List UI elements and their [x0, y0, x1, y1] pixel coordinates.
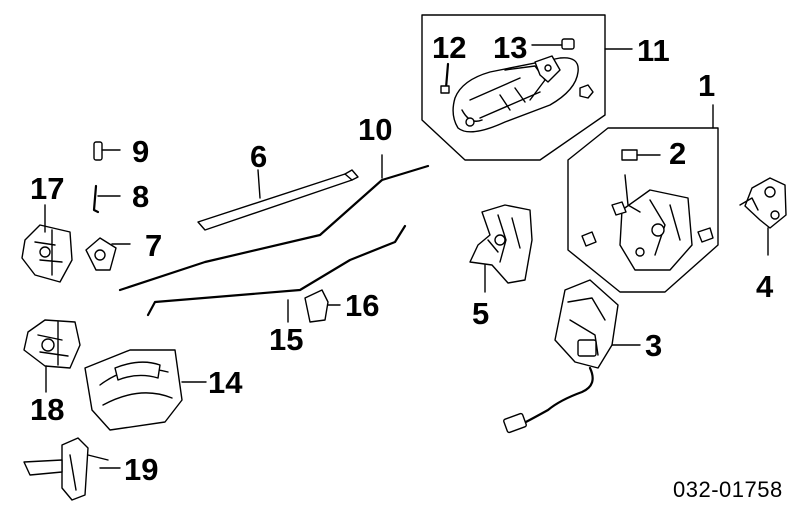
part-7-cam: [85, 237, 131, 271]
part-14-inside-handle: [84, 349, 207, 431]
callout-3: 3: [645, 328, 662, 363]
outside-handle: [452, 55, 579, 133]
callout-7: 7: [145, 228, 162, 263]
part-17-bracket: [21, 204, 73, 283]
callout-19: 19: [124, 452, 158, 487]
part-11-box: [421, 14, 633, 161]
callout-10: 10: [358, 112, 392, 147]
part-12-screw: [440, 62, 450, 94]
callout-12: 12: [432, 30, 466, 65]
callout-8: 8: [132, 179, 149, 214]
callout-9: 9: [132, 134, 149, 169]
callout-14: 14: [208, 365, 243, 400]
part-18-bracket: [23, 319, 81, 393]
catalog-code: 032-01758: [673, 477, 783, 502]
part-13-bolt: [531, 38, 575, 50]
part-6-rod: [197, 169, 359, 231]
part-3-actuator: [503, 279, 641, 434]
callout-11: 11: [637, 33, 670, 68]
callout-18: 18: [30, 392, 64, 427]
callout-16: 16: [345, 288, 379, 323]
callout-13: 13: [493, 30, 527, 65]
part-8-rod: [92, 184, 121, 214]
callout-6: 6: [250, 139, 267, 174]
callout-1: 1: [698, 68, 715, 103]
door-lock-inner: [581, 149, 714, 271]
nut: [579, 84, 594, 99]
callout-15: 15: [269, 322, 303, 357]
part-16-clip: [304, 289, 341, 323]
part-10-rod: [118, 154, 430, 292]
callout-4: 4: [756, 269, 774, 304]
callout-17: 17: [30, 171, 64, 206]
part-1-box: [567, 104, 719, 293]
callout-2: 2: [669, 136, 686, 171]
part-19-lever: [23, 437, 121, 501]
part-15-rod: [146, 224, 407, 323]
callout-5: 5: [472, 296, 489, 331]
part-5-latch: [469, 204, 533, 293]
part-9-pin: [93, 141, 121, 161]
part-4-striker: [739, 177, 787, 256]
callouts: 1 2 3 4 5 6 7 8 9 10 11 12 13 14 15 16 1…: [30, 30, 774, 487]
